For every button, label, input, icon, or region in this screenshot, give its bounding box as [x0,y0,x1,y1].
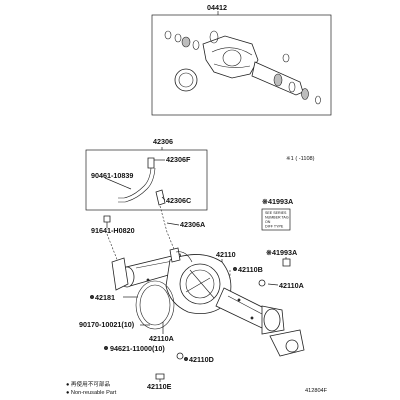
label-41993A-mid[interactable]: ※41993A [266,248,297,257]
label-42110B[interactable]: 42110B [238,265,263,274]
label-90461-10839[interactable]: 90461-10839 [91,171,133,180]
label-42110E[interactable]: 42110E [147,382,172,391]
label-42110[interactable]: 42110 [216,250,236,259]
left-labels: 91641-H0820 42306A 42181 90170-10021(10)… [79,215,214,391]
label-42306C[interactable]: 42306C [166,196,191,205]
seal-tag-line3: ON [265,220,271,224]
label-42306[interactable]: 42306 [153,137,173,146]
seal-tag-line4: DIFF TYPE [265,225,284,229]
kit-04412-box [151,14,332,116]
fastener-42110D [176,352,184,360]
label-41993A-top[interactable]: ※41993A [262,197,293,206]
label-04412[interactable]: 04412 [207,3,227,12]
legend-item-1: ● 再使用不可部品 [66,380,110,388]
note-range: ※1 ( -1108) [286,155,315,162]
figure-id: 412804F [305,388,328,394]
breather-42306-group: 42306 42306F 90461-10839 42306C [85,137,208,211]
axle-housing-drawing [111,247,305,357]
legend: ● 再使用不可部品 ● Non-reusable Part [66,380,117,396]
label-42181[interactable]: 42181 [95,293,115,302]
seal-tag-line2: NUMBER TAG [265,216,289,220]
label-91641-H0820[interactable]: 91641-H0820 [91,226,135,235]
kit-carrier-drawing [164,30,321,105]
label-42110A-right[interactable]: 42110A [279,281,304,290]
seal-tag-box [261,208,291,231]
label-94621-11000[interactable]: 94621-11000(10) [110,344,165,353]
label-90170-10021[interactable]: 90170-10021(10) [79,320,135,329]
kit-04412-group: 04412 [151,3,332,116]
breather-42306-box [85,149,208,211]
label-42110D[interactable]: 42110D [189,355,214,364]
right-labels: 42110 42110B 42110A ※41993A SEE SERIES N… [216,197,304,290]
fastener-42110E [155,373,165,380]
gasket-42181 [135,280,175,330]
seal-tag-line1: SEE SERIES [265,211,287,215]
label-42306F[interactable]: 42306F [166,155,191,164]
label-42110A-bottom[interactable]: 42110A [149,334,174,343]
legend-item-2: ● Non-reusable Part [66,390,117,396]
label-42306A[interactable]: 42306A [180,220,205,229]
fastener-42110A-right [258,279,266,287]
